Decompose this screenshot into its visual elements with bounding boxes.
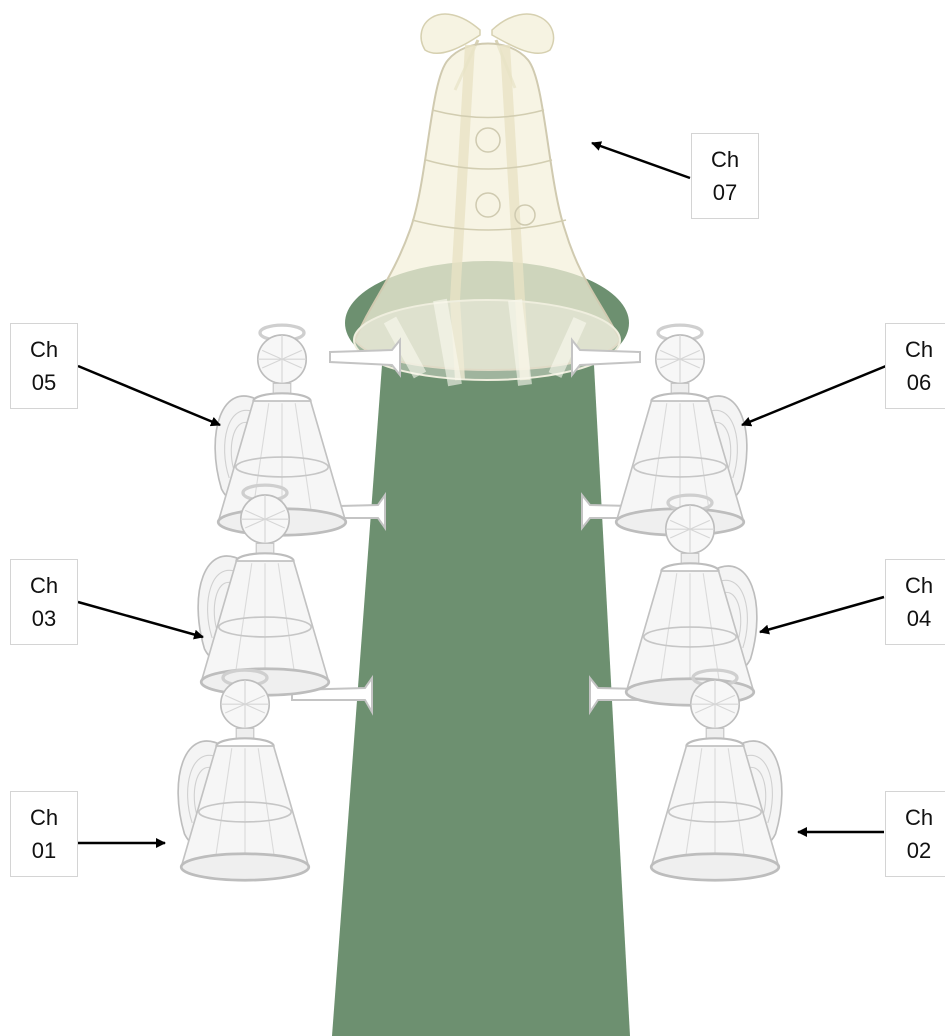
label-ch05: Ch 05 <box>10 323 78 409</box>
label-ch03: Ch 03 <box>10 559 78 645</box>
label-ch03-line2: 03 <box>32 602 56 635</box>
arrow-ch03 <box>78 602 203 637</box>
label-ch02-line1: Ch <box>905 801 933 834</box>
label-ch05-line1: Ch <box>30 333 58 366</box>
label-ch01-line2: 01 <box>32 834 56 867</box>
angel-ch01 <box>178 670 309 880</box>
label-ch07-line2: 07 <box>713 176 737 209</box>
label-ch02-line2: 02 <box>907 834 931 867</box>
label-ch04-line2: 04 <box>907 602 931 635</box>
label-ch01: Ch 01 <box>10 791 78 877</box>
label-ch06-line2: 06 <box>907 366 931 399</box>
label-ch06-line1: Ch <box>905 333 933 366</box>
label-ch06: Ch 06 <box>885 323 945 409</box>
label-ch07: Ch 07 <box>691 133 759 219</box>
label-ch02: Ch 02 <box>885 791 945 877</box>
label-ch07-line1: Ch <box>711 143 739 176</box>
arrow-ch07 <box>592 143 690 178</box>
label-ch04: Ch 04 <box>885 559 945 645</box>
arrow-ch06 <box>742 366 886 425</box>
label-ch04-line1: Ch <box>905 569 933 602</box>
arrow-ch05 <box>78 366 220 425</box>
label-ch05-line2: 05 <box>32 366 56 399</box>
arrow-ch04 <box>760 597 884 632</box>
label-ch01-line1: Ch <box>30 801 58 834</box>
label-ch03-line1: Ch <box>30 569 58 602</box>
bell-decoration <box>354 14 620 385</box>
